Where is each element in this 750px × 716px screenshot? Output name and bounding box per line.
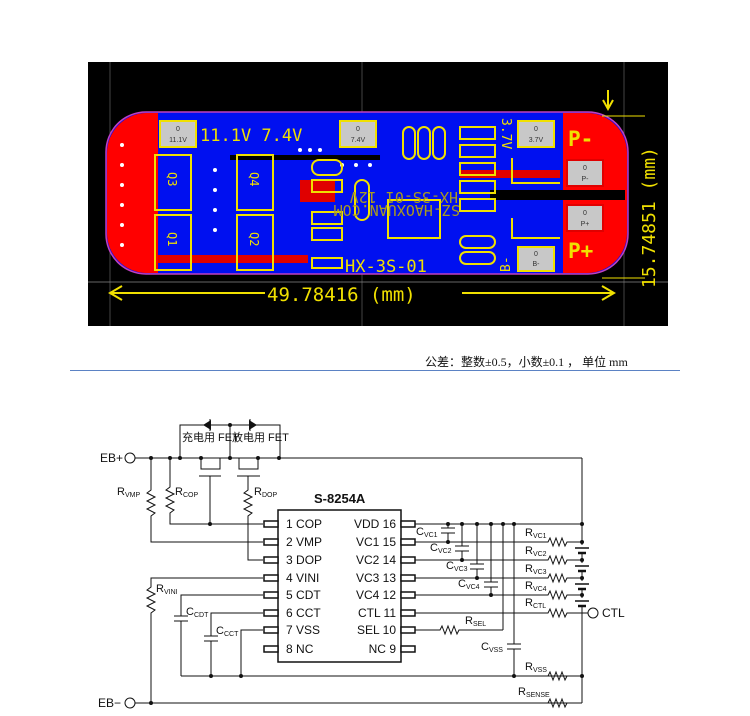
svg-text:0: 0 (583, 210, 587, 217)
svg-text:4 VINI: 4 VINI (286, 571, 319, 585)
charge-fet-label: 充电用 FET (182, 430, 239, 444)
svg-text:B-: B- (533, 261, 541, 268)
svg-text:0: 0 (534, 251, 538, 258)
svg-text:7 VSS: 7 VSS (286, 623, 320, 637)
height-dimension: 15.74851 (mm) (639, 147, 660, 288)
q1-label: Q1 (165, 232, 179, 246)
svg-text:P-: P- (582, 176, 590, 183)
rvc4-label: RVC4 (525, 580, 547, 593)
svg-text:5 CDT: 5 CDT (286, 588, 321, 602)
p-minus-label: P- (568, 127, 593, 151)
cvc4-label: CVC4 (458, 578, 480, 591)
svg-text:3.7V: 3.7V (529, 137, 544, 144)
chip-name: S-8254A (314, 491, 366, 506)
rsense-label: RSENSE (518, 686, 550, 699)
ccct-label: CCCT (216, 625, 239, 638)
silk-3v7-label: 3.7V (498, 118, 513, 149)
rvc1-label: RVC1 (525, 527, 547, 540)
pad-p-plus: 0P+ (566, 204, 604, 232)
rvss-label: RVSS (525, 661, 547, 674)
rvc3-label: RVC3 (525, 563, 547, 576)
pad-11v: 0 11.1V (159, 120, 197, 148)
svg-text:0: 0 (583, 165, 587, 172)
q3-label: Q3 (165, 172, 179, 186)
svg-text:8 NC: 8 NC (286, 642, 314, 656)
svg-text:VDD 16: VDD 16 (354, 517, 396, 531)
pad-p-minus: 0P- (566, 159, 604, 187)
p-plus-label: P+ (568, 239, 593, 263)
svg-text:6 CCT: 6 CCT (286, 606, 321, 620)
svg-text:VC4 12: VC4 12 (356, 588, 396, 602)
tolerance-note: 公差：整数±0.5，小数±0.1 ， 单位 mm (425, 355, 628, 369)
svg-text:3 DOP: 3 DOP (286, 553, 322, 567)
svg-text:VC2 14: VC2 14 (356, 553, 396, 567)
rvini-label: RVINI (156, 583, 178, 596)
svg-text:11.1V: 11.1V (169, 137, 187, 144)
mirrored-silk-line1: HX-3S-01 12V (350, 188, 458, 206)
svg-text:VC3 13: VC3 13 (356, 571, 396, 585)
rvc2-label: RVC2 (525, 545, 547, 558)
pcb-layout: 011.1V 07.4V 03.7V 0P- 0P+ 0B- 11.1V 7.4… (88, 62, 668, 326)
svg-text:P+: P+ (581, 221, 590, 228)
rdop-label: RDOP (254, 486, 277, 499)
eb-plus-label: EB+ (100, 451, 123, 465)
svg-text:0: 0 (356, 126, 360, 133)
b-minus-label: B- (499, 256, 514, 272)
svg-text:7.4V: 7.4V (351, 137, 366, 144)
cvc3-label: CVC3 (446, 560, 468, 573)
cvss-label: CVSS (481, 641, 503, 654)
svg-text:1 COP: 1 COP (286, 517, 322, 531)
pad-3v: 0 3.7V (517, 120, 555, 148)
rvmp-label: RVMP (117, 486, 140, 499)
rcop-label: RCOP (175, 486, 198, 499)
cvc1-label: CVC1 (416, 526, 438, 539)
ic-right-pins: VDD 16 VC1 15 VC2 14 VC3 13 VC4 12 CTL 1… (354, 517, 396, 656)
svg-text:2 VMP: 2 VMP (286, 535, 322, 549)
pad-7v: 0 7.4V (339, 120, 377, 148)
section-divider (70, 370, 680, 371)
svg-text:SEL 10: SEL 10 (357, 623, 396, 637)
svg-text:0: 0 (534, 126, 538, 133)
q4-label: Q4 (247, 172, 261, 186)
svg-text:NC 9: NC 9 (369, 642, 397, 656)
rctl-label: RCTL (525, 597, 546, 610)
svg-text:CTL 11: CTL 11 (358, 606, 396, 620)
cvc2-label: CVC2 (430, 542, 452, 555)
width-dimension-line (108, 90, 645, 301)
q2-label: Q2 (247, 232, 261, 246)
board-name: HX-3S-01 (345, 257, 427, 277)
ctl-terminal-label: CTL (602, 606, 625, 620)
svg-text:0: 0 (176, 126, 180, 133)
eb-minus-label: EB− (98, 696, 121, 710)
discharge-fet-label: 放电用 FET (232, 430, 289, 444)
rsel-label: RSEL (465, 615, 486, 628)
svg-text:VC1 15: VC1 15 (356, 535, 396, 549)
pad-b-minus: 0B- (517, 246, 555, 272)
mirrored-silk-line2: SZ-HAOXUAN.COM (334, 201, 460, 219)
width-dimension: 49.78416 (mm) (267, 284, 416, 306)
left-copper-region (107, 113, 158, 273)
ccdt-label: CCDT (186, 606, 209, 619)
ic-left-pins: 1 COP 2 VMP 3 DOP 4 VINI 5 CDT 6 CCT 7 V… (286, 517, 322, 656)
silk-voltage-label: 11.1V 7.4V (200, 126, 302, 146)
